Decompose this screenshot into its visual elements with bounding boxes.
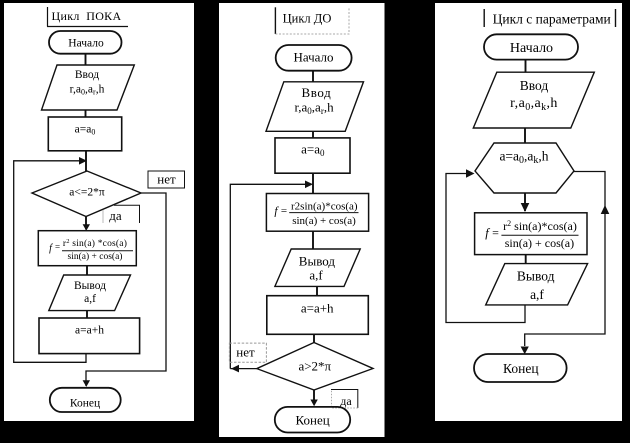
svg-text:a<=2*π: a<=2*π — [69, 187, 105, 199]
svg-text:Вывод: Вывод — [74, 280, 106, 292]
svg-text:Ввод: Ввод — [520, 78, 549, 93]
svg-text:a>2*π: a>2*π — [298, 359, 331, 374]
svg-text:Начало: Начало — [68, 38, 104, 50]
svg-text:Вывод: Вывод — [517, 269, 555, 284]
svg-text:нет: нет — [157, 172, 176, 187]
svg-text:r,a0,ar,h: r,a0,ar,h — [70, 84, 105, 97]
svg-text:нет: нет — [236, 345, 255, 360]
svg-text:sin(a) + cos(a): sin(a) + cos(a) — [292, 215, 356, 227]
svg-text:да: да — [340, 394, 352, 408]
svg-text:f: f — [274, 206, 279, 218]
svg-text:Конец: Конец — [503, 361, 539, 376]
svg-text:sin(a) + cos(a): sin(a) + cos(a) — [505, 236, 574, 250]
svg-text:Вывод: Вывод — [299, 254, 336, 269]
svg-text:Цикл с параметрами: Цикл с параметрами — [493, 12, 611, 27]
svg-text:a=a0,ak,h: a=a0,ak,h — [499, 149, 548, 167]
svg-text:r2sin(a)*cos(a): r2sin(a)*cos(a) — [291, 201, 358, 213]
svg-text:a=a+h: a=a+h — [75, 325, 104, 337]
svg-text:a=a0: a=a0 — [301, 142, 325, 159]
svg-text:Цикл ДО: Цикл ДО — [283, 12, 332, 26]
svg-text:r,a0,ar,h: r,a0,ar,h — [294, 100, 334, 117]
svg-text:sin(a) + cos(a): sin(a) + cos(a) — [68, 251, 123, 262]
svg-text:Начало: Начало — [293, 50, 333, 65]
svg-text:Ввод: Ввод — [75, 69, 99, 81]
svg-text:a,f: a,f — [84, 293, 96, 305]
svg-text:r2 sin(a)*cos(a): r2 sin(a)*cos(a) — [503, 219, 577, 233]
svg-text:a,f: a,f — [309, 268, 323, 283]
svg-text:да: да — [109, 208, 122, 223]
svg-text:=: = — [281, 205, 287, 217]
svg-text:r2 sin(a) *cos(a): r2 sin(a) *cos(a) — [63, 238, 127, 249]
svg-text:r,a0,ak,h: r,a0,ak,h — [510, 96, 558, 113]
svg-text:a=a0: a=a0 — [75, 124, 96, 137]
svg-text:Конец: Конец — [295, 413, 329, 428]
svg-text:a=a+h: a=a+h — [301, 301, 334, 316]
svg-text:Конец: Конец — [70, 398, 100, 410]
svg-text:f: f — [485, 226, 490, 240]
svg-text:a,f: a,f — [530, 287, 544, 302]
svg-text:Ввод: Ввод — [301, 85, 331, 100]
svg-text:f: f — [49, 243, 53, 254]
svg-text:Цикл ПОКА: Цикл ПОКА — [52, 9, 122, 23]
svg-text:=: = — [492, 226, 499, 240]
svg-text:Начало: Начало — [510, 41, 553, 56]
svg-text:=: = — [55, 242, 60, 252]
